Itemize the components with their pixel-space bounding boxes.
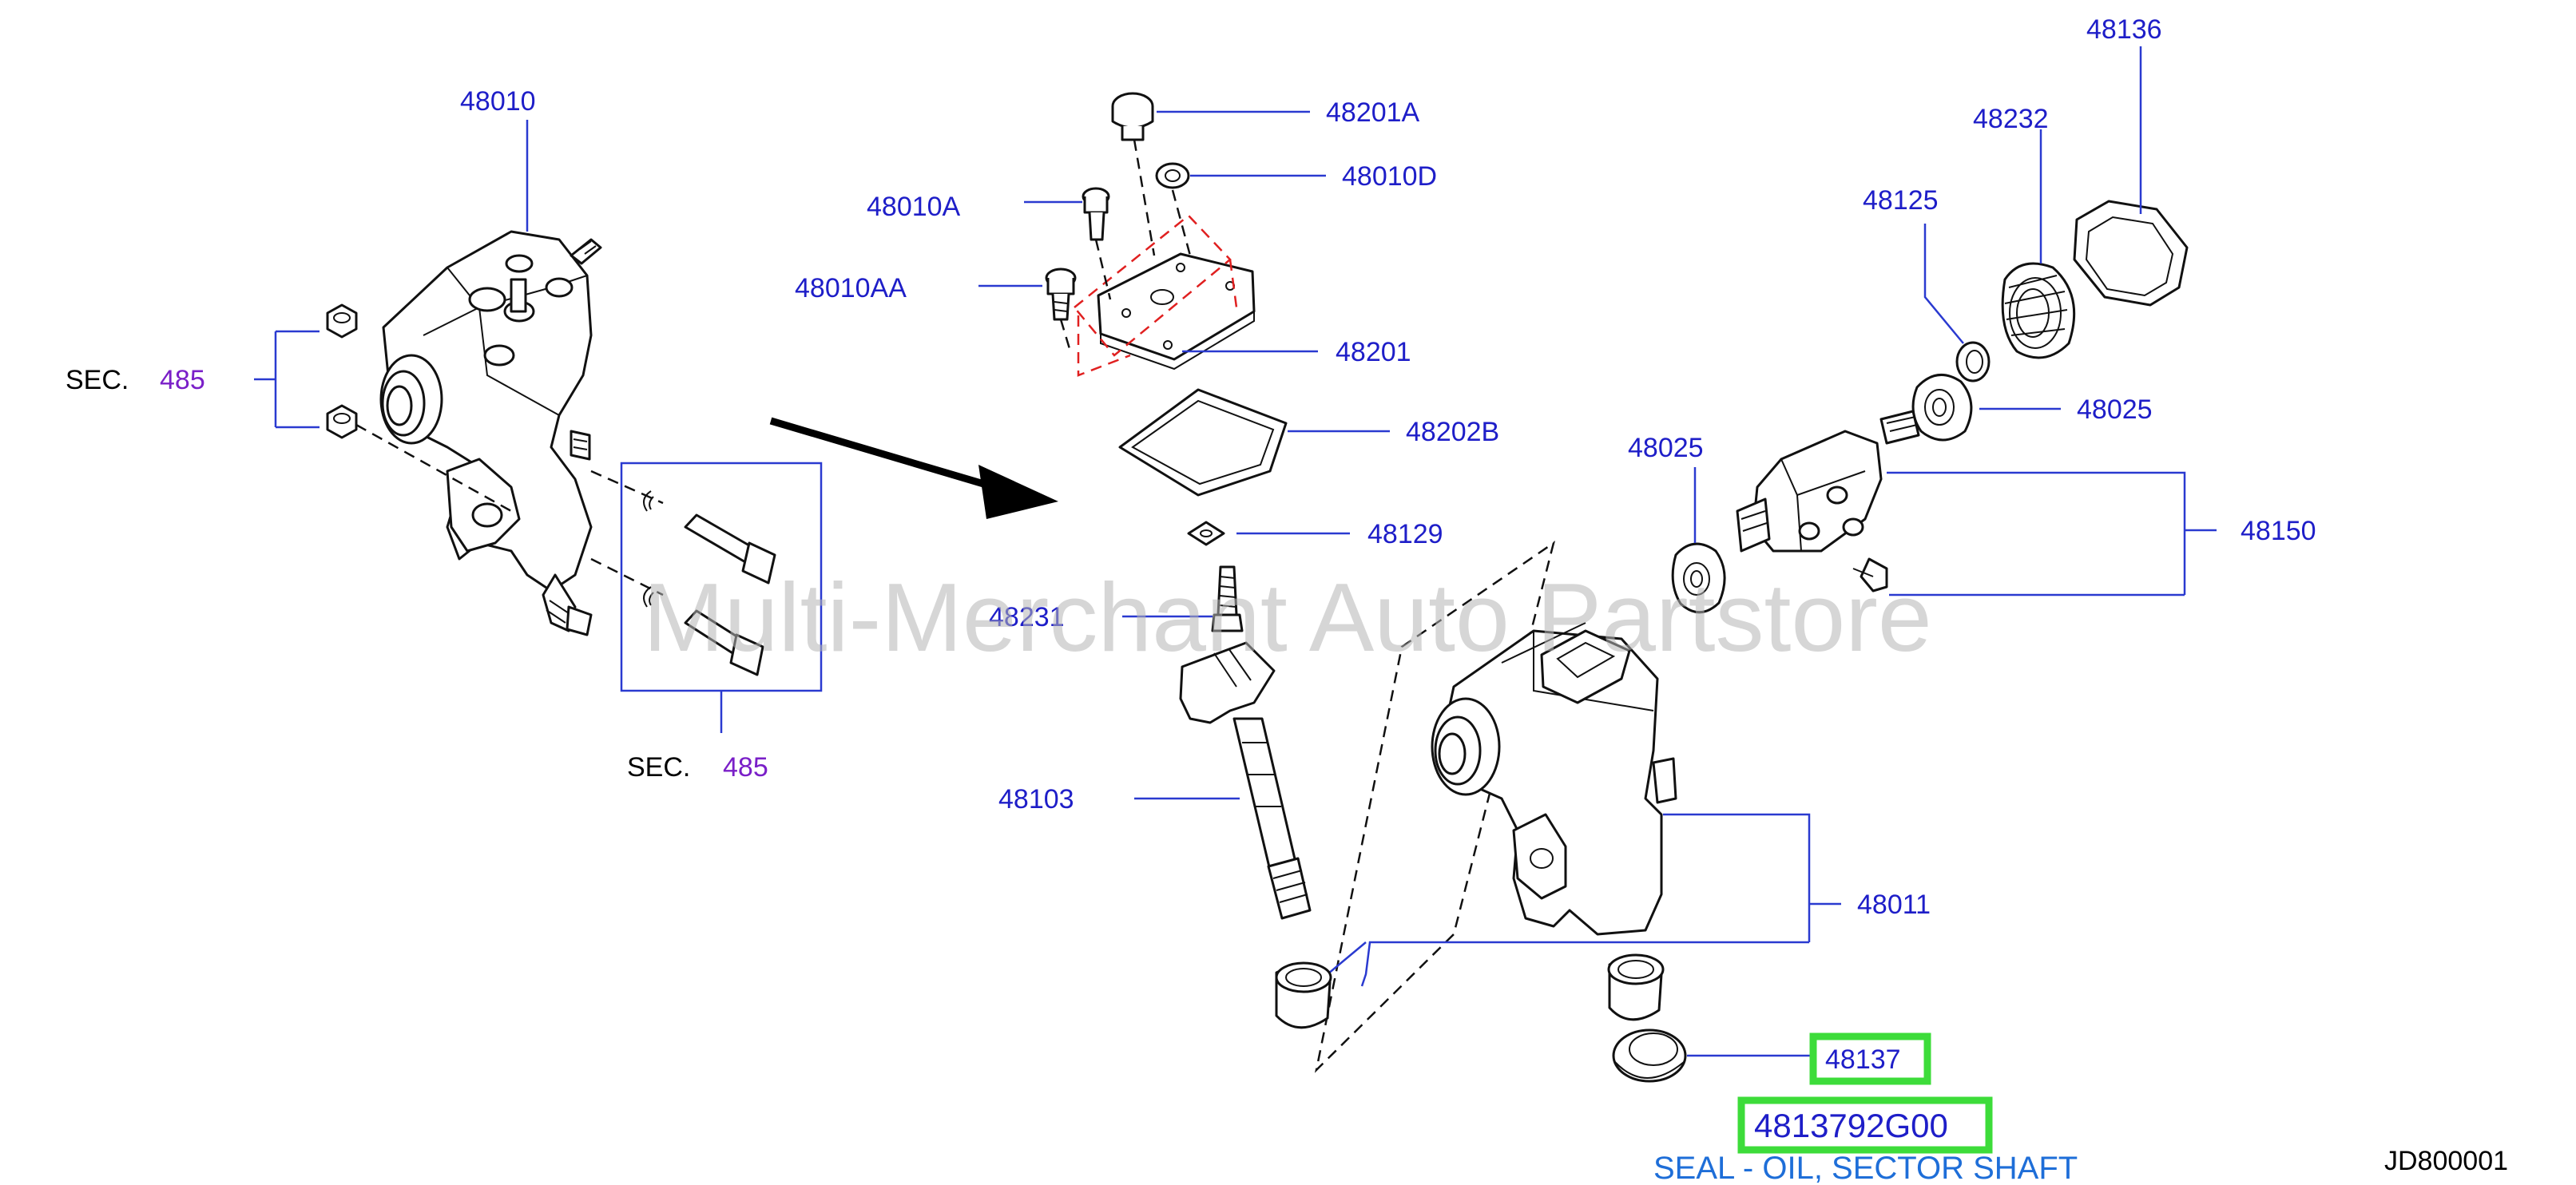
gasket-48202B-drawing bbox=[1118, 388, 1288, 497]
label-48232[interactable]: 48232 bbox=[1973, 104, 2049, 134]
label-48103[interactable]: 48103 bbox=[998, 784, 1074, 814]
label-48137[interactable]: 48137 bbox=[1825, 1044, 1901, 1075]
label-48025-left[interactable]: 48025 bbox=[1628, 433, 1704, 463]
direction-arrow bbox=[769, 417, 1058, 519]
steering-gear-assembly-drawing bbox=[379, 230, 602, 636]
cap-48201A-drawing bbox=[1111, 92, 1154, 141]
highlight-box-part-number bbox=[1737, 1096, 1993, 1154]
sec-number-bottom[interactable]: 485 bbox=[723, 752, 768, 783]
label-48010AA[interactable]: 48010AA bbox=[795, 273, 907, 303]
label-48231[interactable]: 48231 bbox=[989, 602, 1065, 632]
sec-label-top: SEC. bbox=[65, 365, 129, 395]
watermark: Multi-Merchant Auto Partstore bbox=[643, 563, 1932, 672]
sec-number-top[interactable]: 485 bbox=[160, 365, 205, 395]
locknut-48136-drawing bbox=[2073, 200, 2189, 307]
bolt-lower-drawing bbox=[684, 609, 764, 676]
bearing-48025-right-drawing bbox=[1911, 374, 1973, 442]
label-48011[interactable]: 48011 bbox=[1857, 890, 1931, 920]
part-description: SEAL - OIL, SECTOR SHAFT bbox=[1653, 1151, 2078, 1185]
shim-48129-drawing bbox=[1187, 521, 1225, 546]
label-48202B[interactable]: 48202B bbox=[1406, 417, 1499, 447]
label-48025-right[interactable]: 48025 bbox=[2077, 394, 2153, 425]
label-48150[interactable]: 48150 bbox=[2241, 516, 2316, 546]
part-number-4813792G00[interactable]: 4813792G00 bbox=[1754, 1107, 1948, 1144]
label-48201[interactable]: 48201 bbox=[1336, 337, 1411, 367]
label-48129[interactable]: 48129 bbox=[1367, 519, 1443, 549]
nut-upper-drawing bbox=[326, 303, 358, 339]
bushing-right-drawing bbox=[1607, 953, 1665, 1021]
label-48010A[interactable]: 48010A bbox=[867, 192, 961, 222]
screw-48231-drawing bbox=[1211, 565, 1244, 632]
bearing-48025-left-drawing bbox=[1671, 542, 1726, 614]
worm-assembly-48150-drawing bbox=[1736, 410, 1920, 592]
highlight-box-48137 bbox=[1809, 1032, 1931, 1085]
oil-seal-48137-drawing bbox=[1612, 1028, 1687, 1083]
diagram-code: JD800001 bbox=[2384, 1146, 2508, 1176]
oring-48125-drawing bbox=[1955, 341, 1991, 382]
bolt-upper-drawing bbox=[684, 513, 776, 585]
label-48201A[interactable]: 48201A bbox=[1326, 97, 1420, 128]
label-48136[interactable]: 48136 bbox=[2086, 14, 2162, 45]
label-48010D[interactable]: 48010D bbox=[1342, 161, 1437, 192]
label-48010[interactable]: 48010 bbox=[460, 86, 536, 117]
bolt-48010AA-drawing bbox=[1045, 268, 1077, 321]
nut-lower-drawing bbox=[326, 404, 358, 439]
sec-label-bottom: SEC. bbox=[627, 752, 690, 783]
sector-shaft-48103-drawing bbox=[1179, 641, 1312, 920]
label-48125[interactable]: 48125 bbox=[1863, 185, 1939, 216]
nut-48010D-drawing bbox=[1155, 162, 1190, 189]
bushing-left-drawing bbox=[1275, 961, 1332, 1029]
adjuster-48232-drawing bbox=[2001, 262, 2076, 359]
bolt-48010A-drawing bbox=[1082, 187, 1110, 241]
washer-upper-drawing bbox=[643, 490, 654, 512]
cover-48201-drawing bbox=[1073, 214, 1256, 377]
gear-housing-48011-drawing bbox=[1431, 622, 1677, 936]
